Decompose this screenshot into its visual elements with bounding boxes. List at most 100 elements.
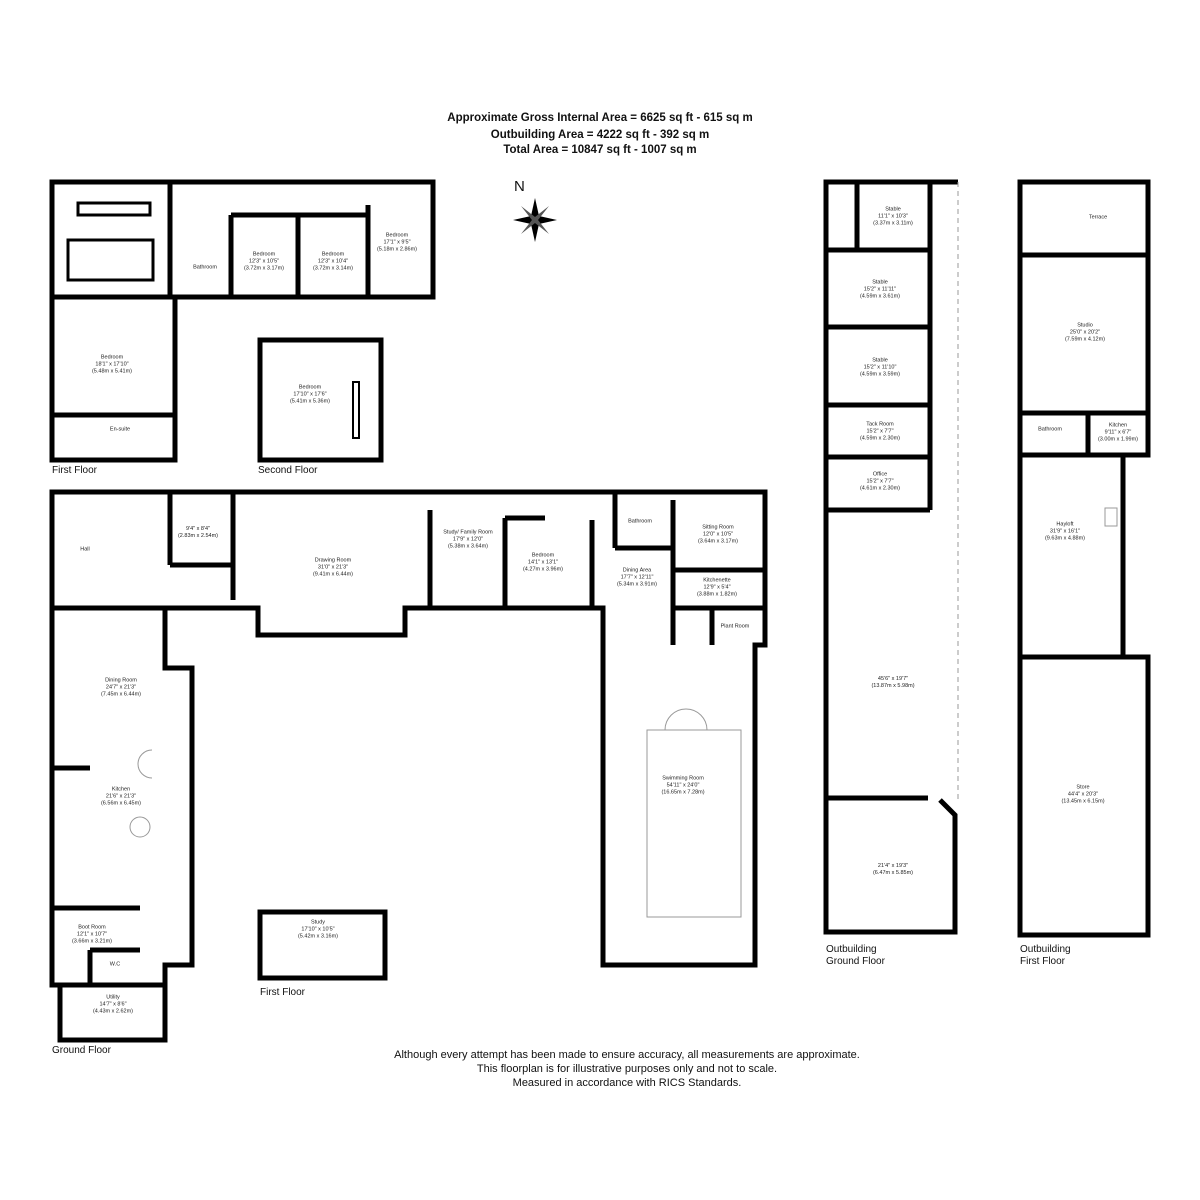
room-metric: (5.41m x 5.36m) xyxy=(289,398,331,405)
room-imperial: 12'3" x 10'5" xyxy=(248,258,280,265)
room-imperial: 45'6" x 19'7" xyxy=(877,676,909,682)
room-label: W.C xyxy=(110,962,120,969)
second-floor-label: Second Floor xyxy=(258,465,318,476)
outbuilding-ground-outline xyxy=(823,179,958,935)
room-metric: (3.72m x 3.17m) xyxy=(243,265,285,272)
room-imperial: 9'4" x 8'4" xyxy=(185,526,211,532)
study-first-floor-outline xyxy=(257,909,388,981)
ground-floor-outline xyxy=(49,489,768,1043)
room-name: Bedroom xyxy=(385,232,409,239)
room-name: Studio xyxy=(1077,322,1093,329)
room-name: Dining Room xyxy=(105,677,137,684)
room-name: Tack Room xyxy=(866,421,894,428)
outbuilding-first-outline xyxy=(1017,179,1151,938)
compass-rose-icon xyxy=(513,198,557,242)
room-name: Bedroom xyxy=(531,552,555,559)
room-metric: (13.87m x 5.98m) xyxy=(871,683,915,689)
room-metric: (4.43m x 2.62m) xyxy=(92,1008,134,1015)
room-name: Store xyxy=(1076,784,1090,791)
second-floor-outline xyxy=(257,337,384,463)
room-imperial: 44'4" x 20'3" xyxy=(1067,791,1099,798)
first-floor-label: First Floor xyxy=(52,465,97,476)
room-name: En-suite xyxy=(109,426,131,433)
room-imperial: 31'9" x 16'1" xyxy=(1049,528,1081,535)
room-metric: (3.37m x 3.11m) xyxy=(873,220,913,227)
disclaimer-line-3: Measured in accordance with RICS Standar… xyxy=(512,1077,742,1089)
room-name: Boot Room xyxy=(78,924,106,931)
room-name: Utility xyxy=(106,994,120,1001)
room-name: Hayloft xyxy=(1056,521,1074,528)
room-name: Plant Room xyxy=(720,623,750,630)
room-label: Bathroom xyxy=(1038,427,1062,434)
room-name: Office xyxy=(872,471,888,478)
room-metric: (9.41m x 6.44m) xyxy=(312,571,354,578)
room-imperial: 14'1" x 13'1" xyxy=(527,559,559,566)
room-metric: (5.34m x 3.91m) xyxy=(616,581,658,588)
room-imperial: 12'0" x 10'5" xyxy=(702,531,734,538)
room-imperial: 17'7" x 12'11" xyxy=(620,574,654,581)
room-metric: (6.56m x 6.45m) xyxy=(100,800,142,807)
compass-north-label: N xyxy=(514,178,525,195)
room-name: Stable xyxy=(872,279,888,286)
outbuilding-label: Outbuilding xyxy=(826,944,877,955)
room-name: Bedroom xyxy=(321,251,345,258)
gross-internal-area: Approximate Gross Internal Area = 6625 s… xyxy=(447,112,753,124)
room-name: Sitting Room xyxy=(702,524,734,531)
room-imperial: 54'11" x 24'0" xyxy=(666,782,700,789)
room-metric: (5.38m x 3.64m) xyxy=(447,543,489,550)
room-metric: (13.45m x 6.15m) xyxy=(1061,798,1105,805)
room-label: En-suite xyxy=(110,427,130,434)
study-first-floor-label: First Floor xyxy=(260,987,305,998)
room-metric: (7.59m x 4.12m) xyxy=(1064,336,1106,343)
room-imperial: 15'2" x 7'7" xyxy=(866,428,894,435)
room-metric: (4.59m x 3.61m) xyxy=(859,293,901,300)
room-imperial: 12'3" x 10'4" xyxy=(317,258,349,265)
room-metric: (7.45m x 6.44m) xyxy=(100,691,142,698)
outbuilding-label: Outbuilding xyxy=(1020,944,1071,955)
room-metric: (16.65m x 7.28m) xyxy=(661,789,705,796)
room-imperial: 15'2" x 7'7" xyxy=(866,478,894,485)
room-metric: (3.64m x 3.17m) xyxy=(697,538,739,545)
room-label: Bathroom xyxy=(628,519,652,526)
room-name: Stable xyxy=(872,357,888,364)
room-name: W.C xyxy=(109,961,121,968)
room-label: Plant Room xyxy=(721,624,750,631)
room-name: Drawing Room xyxy=(314,557,352,564)
room-metric: (4.61m x 2.30m) xyxy=(859,485,901,492)
room-metric: (4.59m x 3.59m) xyxy=(859,371,901,378)
room-label: Hall xyxy=(80,547,89,554)
room-metric: (9.63m x 4.88m) xyxy=(1044,535,1086,542)
room-name: Bathroom xyxy=(628,518,652,525)
room-name: Kitchen xyxy=(1108,422,1128,429)
ground-floor-label: Ground Floor xyxy=(52,1045,111,1056)
room-imperial: 17'1" x 9'5" xyxy=(383,239,411,246)
outbuilding-first-floor-label: Outbuilding First Floor xyxy=(1020,944,1071,968)
outbuilding-ground-floor-label: Outbuilding Ground Floor xyxy=(826,944,885,968)
room-name: Study/ Family Room xyxy=(443,529,493,536)
room-imperial: 17'10" x 17'6" xyxy=(293,391,327,398)
room-name: Bathroom xyxy=(1038,426,1062,433)
room-name: Bedroom xyxy=(298,384,322,391)
outbuilding-area: Outbuilding Area = 4222 sq ft - 392 sq m xyxy=(490,129,710,141)
room-label: 45'6" x 19'7"(13.87m x 5.98m) xyxy=(871,676,914,690)
room-imperial: 11'1" x 10'3" xyxy=(878,213,908,220)
room-name: Kitchen xyxy=(111,786,131,793)
room-name: Terrace xyxy=(1088,214,1108,221)
room-label: 9'4" x 8'4"(2.83m x 2.54m) xyxy=(178,526,218,540)
room-metric: (4.59m x 2.30m) xyxy=(859,435,901,442)
total-area: Total Area = 10847 sq ft - 1007 sq m xyxy=(503,144,697,156)
